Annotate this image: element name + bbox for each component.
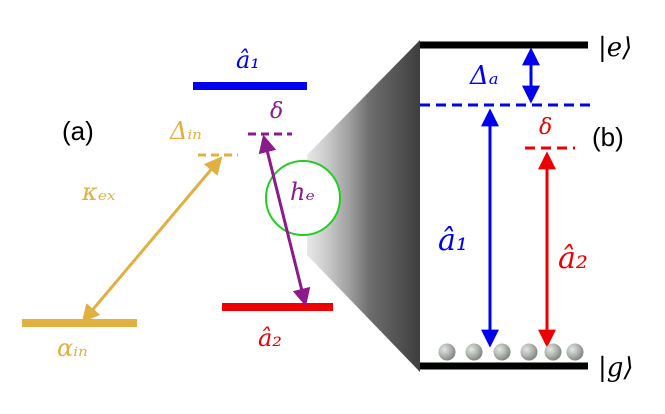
- atom: [544, 343, 562, 361]
- atom: [465, 343, 483, 361]
- mode-a2-label: â₂: [258, 324, 282, 352]
- transition-a1-label: â₁: [438, 223, 468, 258]
- atom: [520, 343, 538, 361]
- panel-label-a: (a): [62, 116, 94, 146]
- ground-state-label: |g⟩: [598, 353, 634, 383]
- input-detuning-label: Δᵢₙ: [169, 117, 202, 145]
- kappa-label: κₑₓ: [81, 178, 116, 206]
- he-arrow: [258, 134, 311, 307]
- atom: [438, 343, 456, 361]
- he-label: hₑ: [290, 178, 315, 206]
- atom-group: [438, 343, 584, 361]
- delta-label-left: δ: [270, 99, 283, 124]
- transition-a2-label: â₂: [558, 241, 588, 276]
- mode-a1-label: â₁: [236, 46, 260, 74]
- drive-alpha-label: αᵢₙ: [57, 334, 88, 362]
- panel-label-b: (b): [592, 122, 624, 152]
- kappa-arrow: [81, 156, 223, 323]
- detuning-a-label: Δₐ: [469, 61, 499, 91]
- atom: [493, 343, 511, 361]
- delta-label-right: δ: [539, 115, 552, 140]
- excited-state-label: |e⟩: [598, 33, 632, 63]
- zoom-wedge: [307, 40, 420, 372]
- atom: [566, 343, 584, 361]
